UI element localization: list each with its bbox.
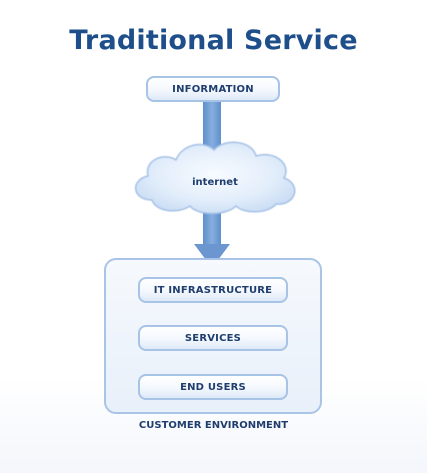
services-box: SERVICES — [138, 325, 288, 351]
information-box: INFORMATION — [146, 76, 280, 102]
internet-cloud-shape — [135, 141, 296, 215]
customer-environment-label: CUSTOMER ENVIRONMENT — [138, 420, 289, 431]
information-label: INFORMATION — [172, 83, 254, 95]
internet-cloud-label: internet — [192, 177, 238, 188]
services-label: SERVICES — [184, 332, 242, 344]
arrow-head-into-environment — [194, 244, 230, 268]
end-users-label: END USERS — [180, 381, 246, 393]
it-infrastructure-label: IT INFRASTRUCTURE — [153, 284, 273, 296]
it-infrastructure-box: IT INFRASTRUCTURE — [138, 277, 288, 303]
diagram-title: Traditional Service — [69, 25, 358, 56]
end-users-box: END USERS — [138, 374, 288, 400]
